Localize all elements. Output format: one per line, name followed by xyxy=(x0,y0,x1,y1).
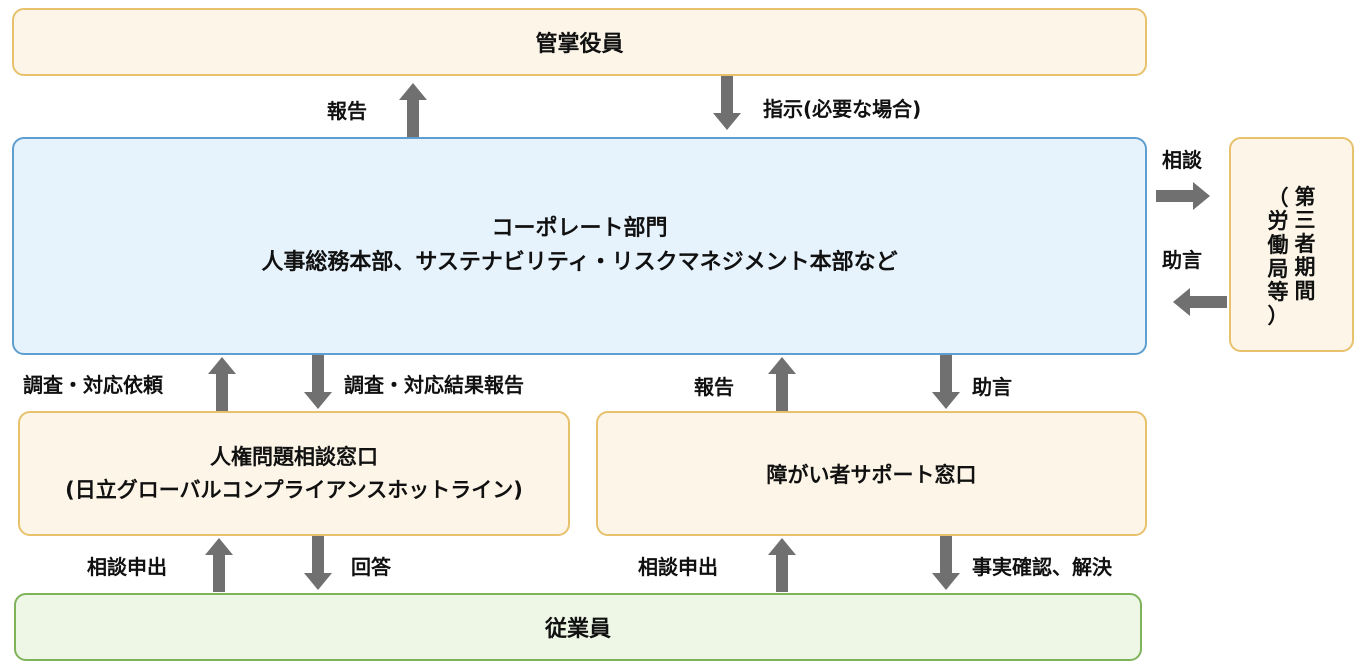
corporate-title: コーポレート部門 xyxy=(491,215,668,241)
arrow-left-advice xyxy=(1173,288,1227,316)
disability-support-box: 障がい者サポート窓口 xyxy=(596,411,1147,536)
corporate-box: コーポレート部門 人事総務本部、サステナビリティ・リスクマネジメント本部など xyxy=(12,137,1147,355)
third-party-box: （ 労 働 局 等 ） 第 三 者 期 間 xyxy=(1229,137,1354,352)
label-consult: 相談 xyxy=(1162,148,1202,172)
label-investigate-result: 調査・対応結果報告 xyxy=(344,373,524,397)
label-fact-check: 事実確認、解決 xyxy=(972,555,1112,579)
arrow-down-fact-check xyxy=(932,536,960,590)
arrow-up-consult-right xyxy=(768,538,796,592)
char: 労 xyxy=(1267,209,1289,234)
char: 働 xyxy=(1267,232,1289,257)
label-consult-request-right: 相談申出 xyxy=(638,555,718,579)
arrow-up-report-mid xyxy=(768,357,796,411)
executive-box: 管掌役員 xyxy=(12,8,1147,76)
label-consult-request-left: 相談申出 xyxy=(87,555,167,579)
executive-label: 管掌役員 xyxy=(535,32,624,57)
label-advice-right: 助言 xyxy=(1162,248,1202,272)
char: 等 xyxy=(1267,280,1289,305)
char: 間 xyxy=(1294,278,1316,303)
arrow-down-answer xyxy=(304,536,332,590)
third-party-title-col: 第 三 者 期 間 xyxy=(1294,184,1316,304)
arrow-right-consult xyxy=(1156,182,1210,210)
label-answer: 回答 xyxy=(351,555,391,579)
char: ） xyxy=(1267,303,1289,328)
char: 期 xyxy=(1294,255,1316,280)
label-advice-mid: 助言 xyxy=(972,375,1012,399)
corporate-subtitle: 人事総務本部、サステナビリティ・リスクマネジメント本部など xyxy=(261,250,898,275)
char: 者 xyxy=(1294,231,1316,256)
label-instruct: 指示(必要な場合) xyxy=(763,97,922,121)
char: 局 xyxy=(1267,256,1289,281)
third-party-paren-col: （ 労 働 局 等 ） xyxy=(1267,185,1289,328)
hr-consultation-box: 人権問題相談窓口 (日立グローバルコンプライアンスホットライン) xyxy=(18,411,570,536)
char: （ xyxy=(1267,185,1289,210)
arrow-down-advice-mid xyxy=(932,355,960,409)
hr-consultation-title: 人権問題相談窓口 xyxy=(210,444,378,469)
employees-box: 従業員 xyxy=(14,593,1142,661)
label-investigate-request: 調査・対応依頼 xyxy=(23,373,163,397)
arrow-down-investigate-result xyxy=(304,355,332,409)
label-report-top: 報告 xyxy=(327,99,367,123)
arrow-up-investigate-request xyxy=(208,357,236,411)
arrow-up-report xyxy=(399,83,427,137)
arrow-up-consult-left xyxy=(205,538,233,592)
char: 三 xyxy=(1294,208,1316,233)
arrow-down-instruct xyxy=(713,76,741,130)
employees-label: 従業員 xyxy=(544,617,611,642)
char: 第 xyxy=(1294,184,1316,209)
label-report-mid: 報告 xyxy=(694,375,734,399)
hr-consultation-subtitle: (日立グローバルコンプライアンスホットライン) xyxy=(65,477,523,502)
disability-support-label: 障がい者サポート窓口 xyxy=(766,462,977,487)
